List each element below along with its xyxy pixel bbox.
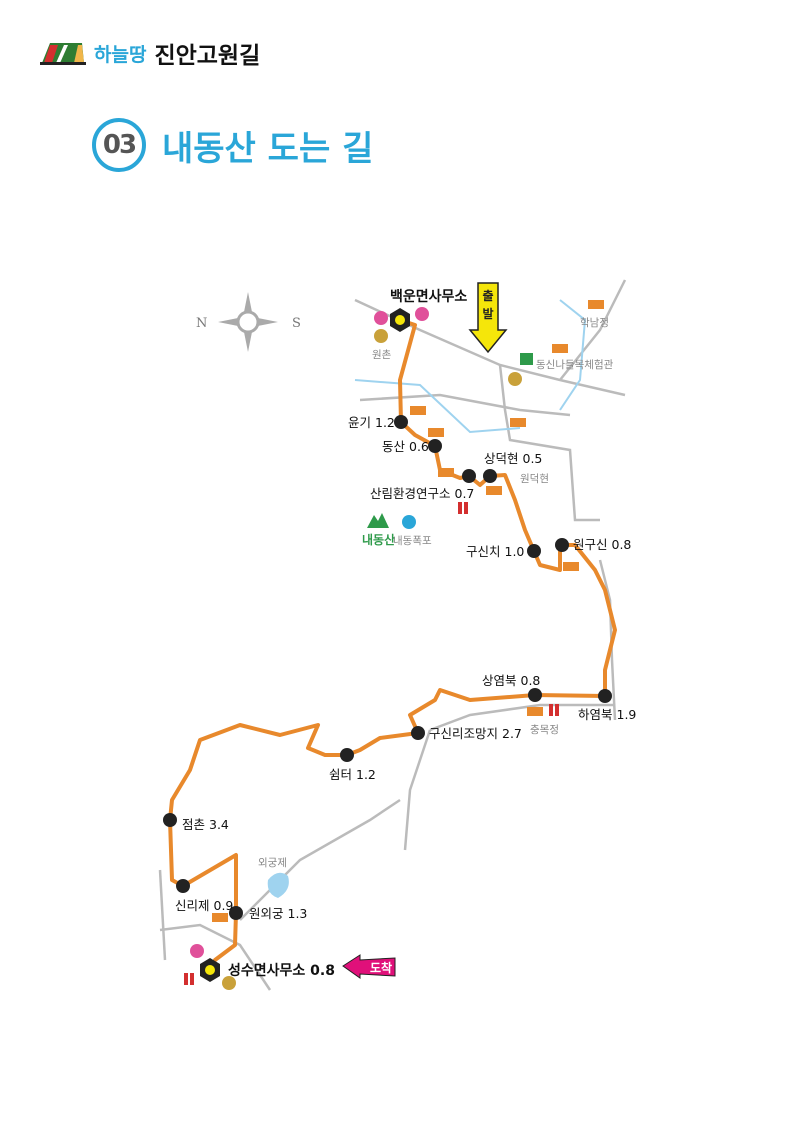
logo-mark-icon [40,43,86,65]
waypoint-shelter [340,748,354,762]
logo: 하늘땅 진안고원길 [38,36,260,70]
restroom-icon [184,502,559,985]
label-shelter: 쉼터 1.2 [329,767,376,782]
compass-icon [218,292,278,352]
end-arrow-badge: 도착 [342,954,396,979]
compass-north: N [196,316,207,331]
waypoint-jeomchon [163,813,177,827]
place-oegungje: 외궁제 [258,857,287,869]
compass-south: S [292,316,301,331]
start-badge-char-1: 출 [482,288,493,303]
label-yungi: 윤기 1.2 [348,415,395,430]
start-arrow-badge: 출 발 [468,282,508,354]
start-marker-dot [395,315,405,325]
page-title: 03 내동산 도는 길 [92,118,373,172]
end-marker-dot [205,965,215,975]
place-dongsin: 동신나들목체험관 [536,359,614,371]
label-wonoegung: 원외궁 1.3 [249,906,307,921]
end-badge-text: 도착 [370,960,392,975]
waypoint-yungi [394,415,408,429]
label-hayeombuk: 하염북 1.9 [578,707,636,722]
place-chungmokjeong: 충목정 [530,724,559,736]
label-sangdeokhyeon: 상덕현 0.5 [484,451,542,466]
waypoint-sinrije [176,879,190,893]
place-wonchon: 원촌 [372,349,392,361]
oegungje-reservoir [267,872,289,898]
end-label: 성수면사무소 0.8 [228,962,335,979]
waypoint-hayeombuk [598,689,612,703]
course-number: 03 [92,118,146,172]
waterfall-icon [402,515,416,529]
label-dongsan: 동산 0.6 [382,439,429,454]
pavilion-icon [212,300,604,922]
waypoint-dongsan [428,439,442,453]
waypoint-viewpoint [411,726,425,740]
waypoint-wonoegung [229,906,243,920]
waypoint-forest-institute [462,469,476,483]
label-sangyeombuk: 상염북 0.8 [482,673,540,688]
label-viewpoint: 구신리조망지 2.7 [429,726,522,741]
waypoint-markers [163,415,612,920]
start-label: 백운면사무소 [390,288,467,305]
place-wondeokhyeon: 원덕현 [520,473,549,485]
start-badge-char-2: 발 [482,306,493,321]
waypoint-sangyeombuk [528,688,542,702]
mountain-icon [367,513,389,528]
place-naedong-falls: 내동폭포 [393,535,432,547]
logo-title: 진안고원길 [154,42,261,69]
waypoint-wongusin [555,538,569,552]
roads [158,279,627,991]
label-sinrije: 신리제 0.9 [175,898,233,913]
course-name: 내동산 도는 길 [162,128,374,169]
label-gusinchi: 구신치 1.0 [466,544,524,559]
bus-icon [190,307,429,958]
waypoint-gusinchi [527,544,541,558]
place-haknamjeong: 학남정 [580,317,609,329]
restaurant-icon [222,329,522,990]
waypoint-sangdeokhyeon [483,469,497,483]
label-wongusin: 원구신 0.8 [573,537,631,552]
logo-subtitle: 하늘땅 [94,43,147,66]
label-jeomchon: 점촌 3.4 [182,817,229,832]
experience-center-icon [520,353,533,365]
place-naedongsan: 내동산 [362,532,395,547]
label-forest-institute: 산림환경연구소 0.7 [370,486,474,501]
streams [354,299,587,434]
